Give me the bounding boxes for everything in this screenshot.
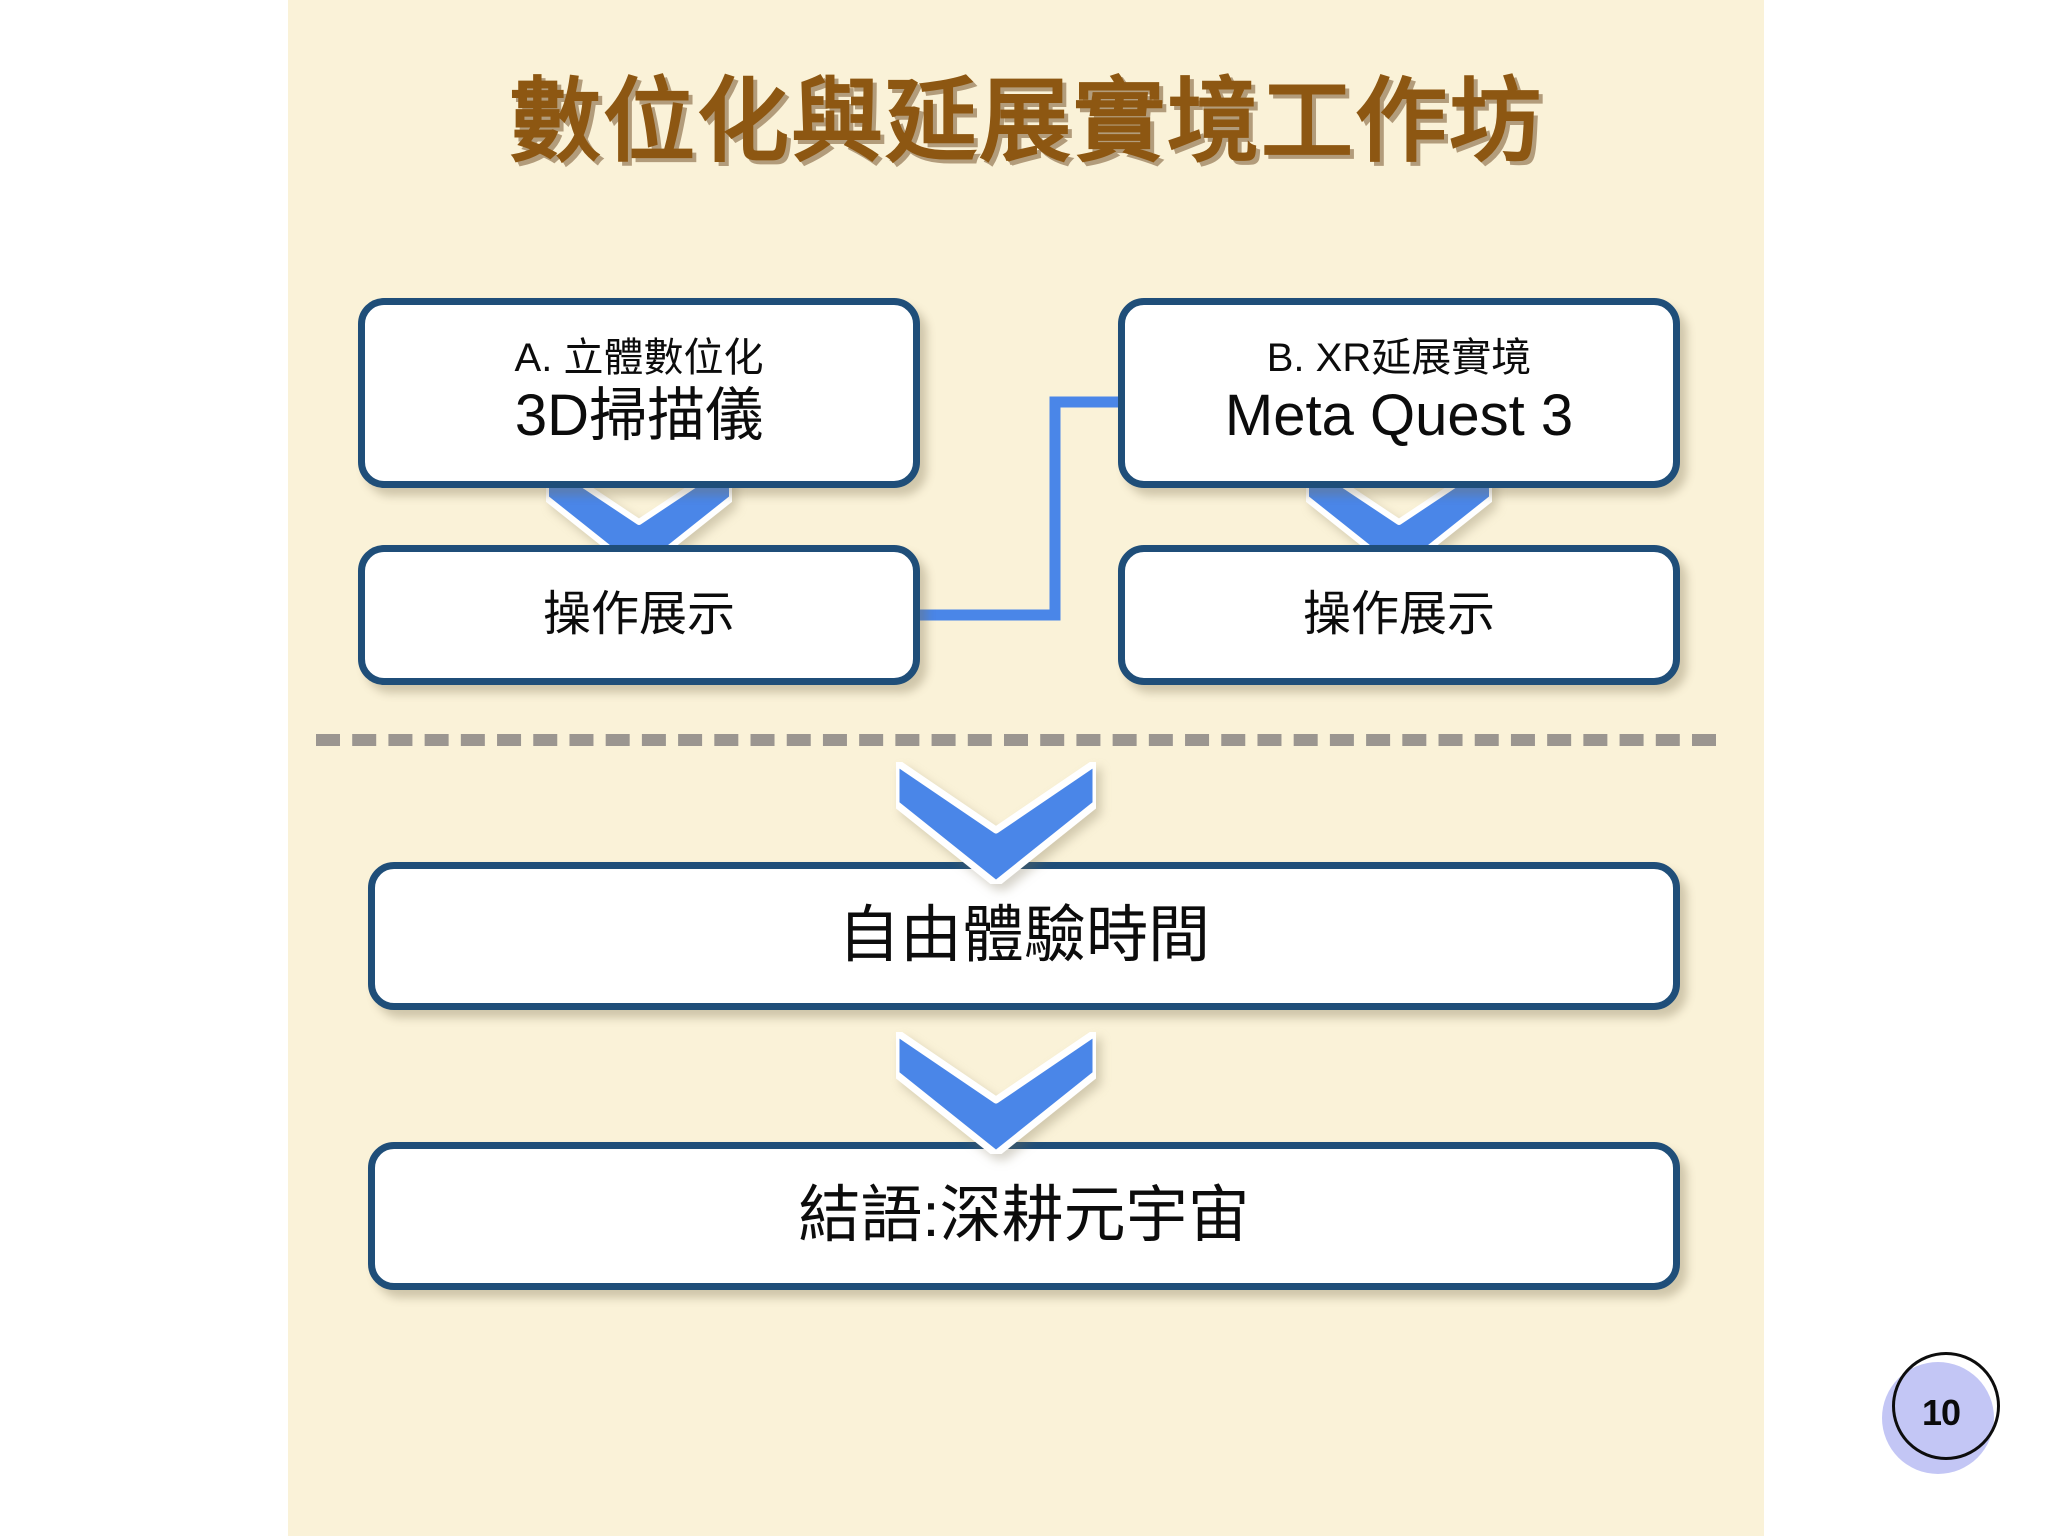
node-conclusion-label: 結語:深耕元宇宙 <box>798 1180 1250 1250</box>
node-track-b-subtitle: B. XR延展實境 <box>1266 336 1532 381</box>
node-track-b-demo-label: 操作展示 <box>1302 588 1495 642</box>
chevron-down-icon-to-free-time <box>896 762 1096 884</box>
node-free-experience-label: 自由體驗時間 <box>837 900 1210 970</box>
node-track-a-subtitle: A. 立體數位化 <box>514 336 764 381</box>
page-number-text: 10 <box>1921 1392 1961 1433</box>
node-track-a-title: 3D掃描儀 <box>514 383 764 449</box>
node-track-b[interactable]: B. XR延展實境 Meta Quest 3 <box>1118 298 1680 488</box>
node-free-experience[interactable]: 自由體驗時間 <box>368 862 1680 1010</box>
section-divider <box>316 734 1716 746</box>
node-track-b-title: Meta Quest 3 <box>1224 383 1574 449</box>
node-track-b-demo[interactable]: 操作展示 <box>1118 545 1680 685</box>
node-conclusion[interactable]: 結語:深耕元宇宙 <box>368 1142 1680 1290</box>
node-track-a-demo[interactable]: 操作展示 <box>358 545 920 685</box>
node-track-a-demo-label: 操作展示 <box>542 588 735 642</box>
page-badge-ring <box>1892 1352 2000 1460</box>
node-track-a[interactable]: A. 立體數位化 3D掃描儀 <box>358 298 920 488</box>
chevron-down-icon-to-conclusion <box>896 1032 1096 1154</box>
page-title: 數位化與延展實境工作坊 <box>508 71 1543 173</box>
page-number-badge: 10 <box>1882 1352 2006 1476</box>
